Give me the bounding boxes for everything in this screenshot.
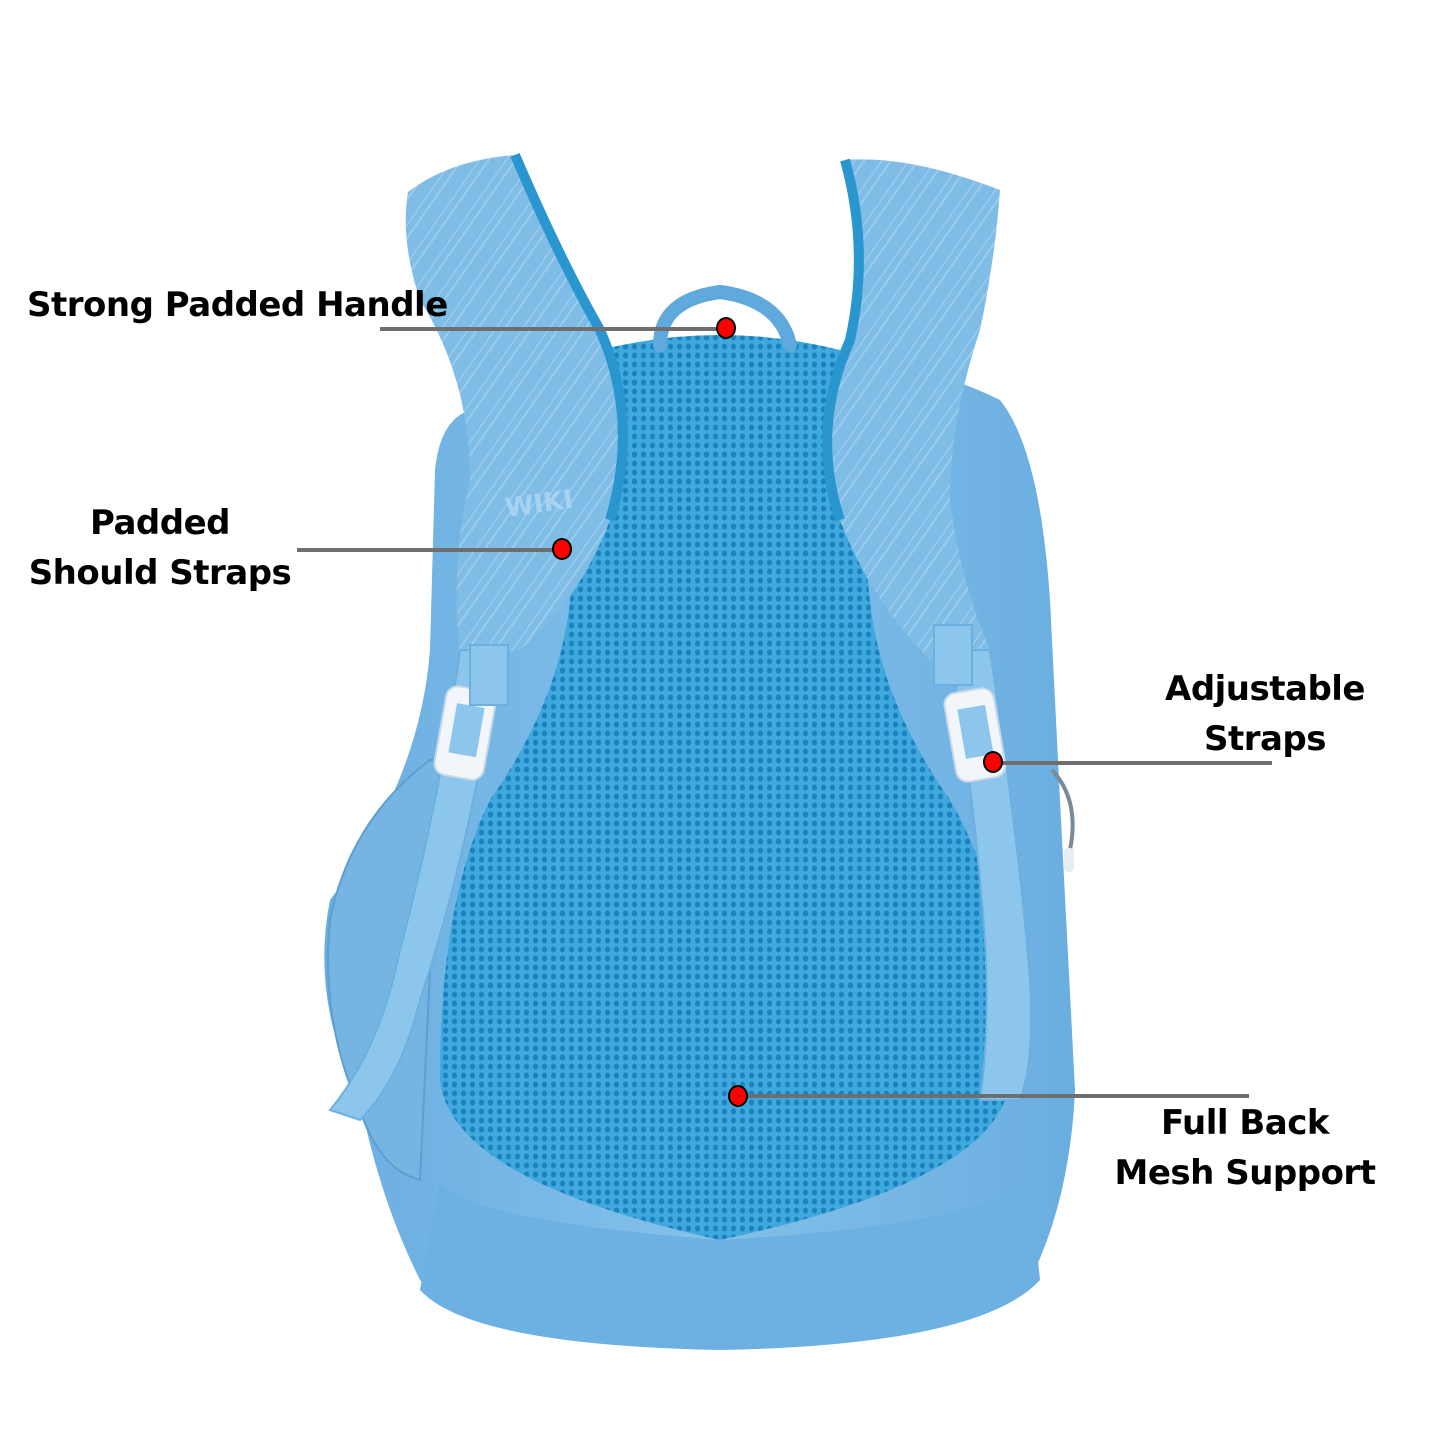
leader-line-adjustable-straps <box>1000 761 1272 765</box>
callout-text: Full Back <box>1160 1103 1330 1143</box>
marker-dot-adjustable-straps <box>983 751 1003 773</box>
leader-line-shoulder-straps <box>297 548 555 552</box>
callout-text: Padded <box>89 503 231 543</box>
callout-text: Adjustable <box>1165 669 1366 709</box>
callout-text: Straps <box>1203 719 1327 759</box>
marker-dot-shoulder-straps <box>552 538 572 560</box>
callout-label-back-mesh: Full Back Mesh Support <box>1100 1098 1390 1198</box>
callout-text: Should Straps <box>28 553 292 593</box>
callout-label-shoulder-straps: Padded Should Straps <box>20 498 300 598</box>
callout-text: Strong Padded Handle <box>27 285 448 325</box>
callout-label-handle: Strong Padded Handle <box>27 280 448 330</box>
top-handle <box>653 284 797 352</box>
callout-text: Mesh Support <box>1114 1153 1376 1193</box>
bottom-panel <box>420 1180 1040 1350</box>
right-shoulder-strap <box>827 159 1000 660</box>
callout-label-adjustable-straps: Adjustable Straps <box>1140 664 1390 764</box>
marker-dot-back-mesh <box>728 1085 748 1107</box>
marker-dot-handle <box>716 317 736 339</box>
leader-line-handle <box>380 327 720 331</box>
leader-line-back-mesh <box>745 1094 1249 1098</box>
